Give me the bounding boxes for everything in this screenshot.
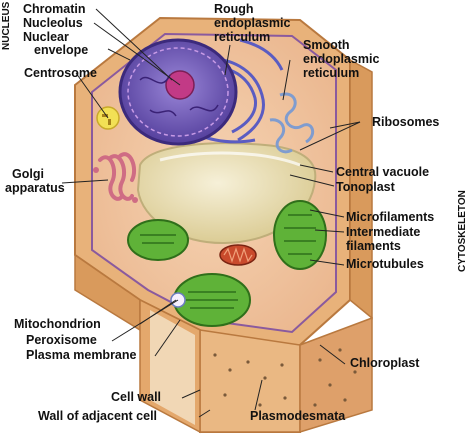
label-wall-of-adjacent-cell: Wall of adjacent cell xyxy=(38,409,158,423)
label-rough-er-2: endoplasmic xyxy=(214,16,291,30)
label-microfilaments: Microfilaments xyxy=(346,210,435,224)
golgi-apparatus xyxy=(93,152,138,203)
label-smooth-er-2: endoplasmic xyxy=(303,52,380,66)
nucleus xyxy=(118,38,238,146)
adjacent-cell-wall xyxy=(139,298,201,434)
label-tonoplast: Tonoplast xyxy=(336,180,395,194)
label-ribosomes: Ribosomes xyxy=(372,115,440,129)
cytoskeleton-group-label: CYTOSKELETON xyxy=(457,190,468,272)
label-rough-er-1: Rough xyxy=(214,2,254,16)
label-golgi-2: apparatus xyxy=(5,181,65,195)
label-central-vacuole: Central vacuole xyxy=(336,165,430,179)
label-intermediate-filaments-2: filaments xyxy=(346,239,401,253)
label-plasmodesmata: Plasmodesmata xyxy=(250,409,346,423)
label-nuclear-envelope-1: Nuclear xyxy=(23,30,69,44)
label-cell-wall: Cell wall xyxy=(111,390,162,404)
label-chloroplast: Chloroplast xyxy=(350,356,420,370)
leader-lines xyxy=(61,8,361,418)
label-nucleolus: Nucleolus xyxy=(23,16,83,30)
nucleus-group-label: NUCLEUS xyxy=(1,1,12,50)
label-nuclear-envelope-2: envelope xyxy=(34,43,89,57)
chloroplasts xyxy=(127,200,327,327)
label-peroxisome: Peroxisome xyxy=(26,333,97,347)
label-chromatin: Chromatin xyxy=(23,2,86,16)
label-mitochondrion: Mitochondrion xyxy=(14,317,101,331)
mitochondrion xyxy=(219,244,257,266)
label-centrosome: Centrosome xyxy=(24,66,97,80)
plasmodesmata-dots xyxy=(213,348,357,407)
label-microtubules: Microtubules xyxy=(346,257,424,271)
smooth-er xyxy=(269,92,315,154)
label-smooth-er-1: Smooth xyxy=(303,38,350,52)
label-plasma-membrane: Plasma membrane xyxy=(26,348,137,362)
label-rough-er-3: reticulum xyxy=(214,30,271,44)
label-smooth-er-3: reticulum xyxy=(303,66,360,80)
label-golgi-1: Golgi xyxy=(12,167,44,181)
label-intermediate-filaments-1: Intermediate xyxy=(346,225,421,239)
